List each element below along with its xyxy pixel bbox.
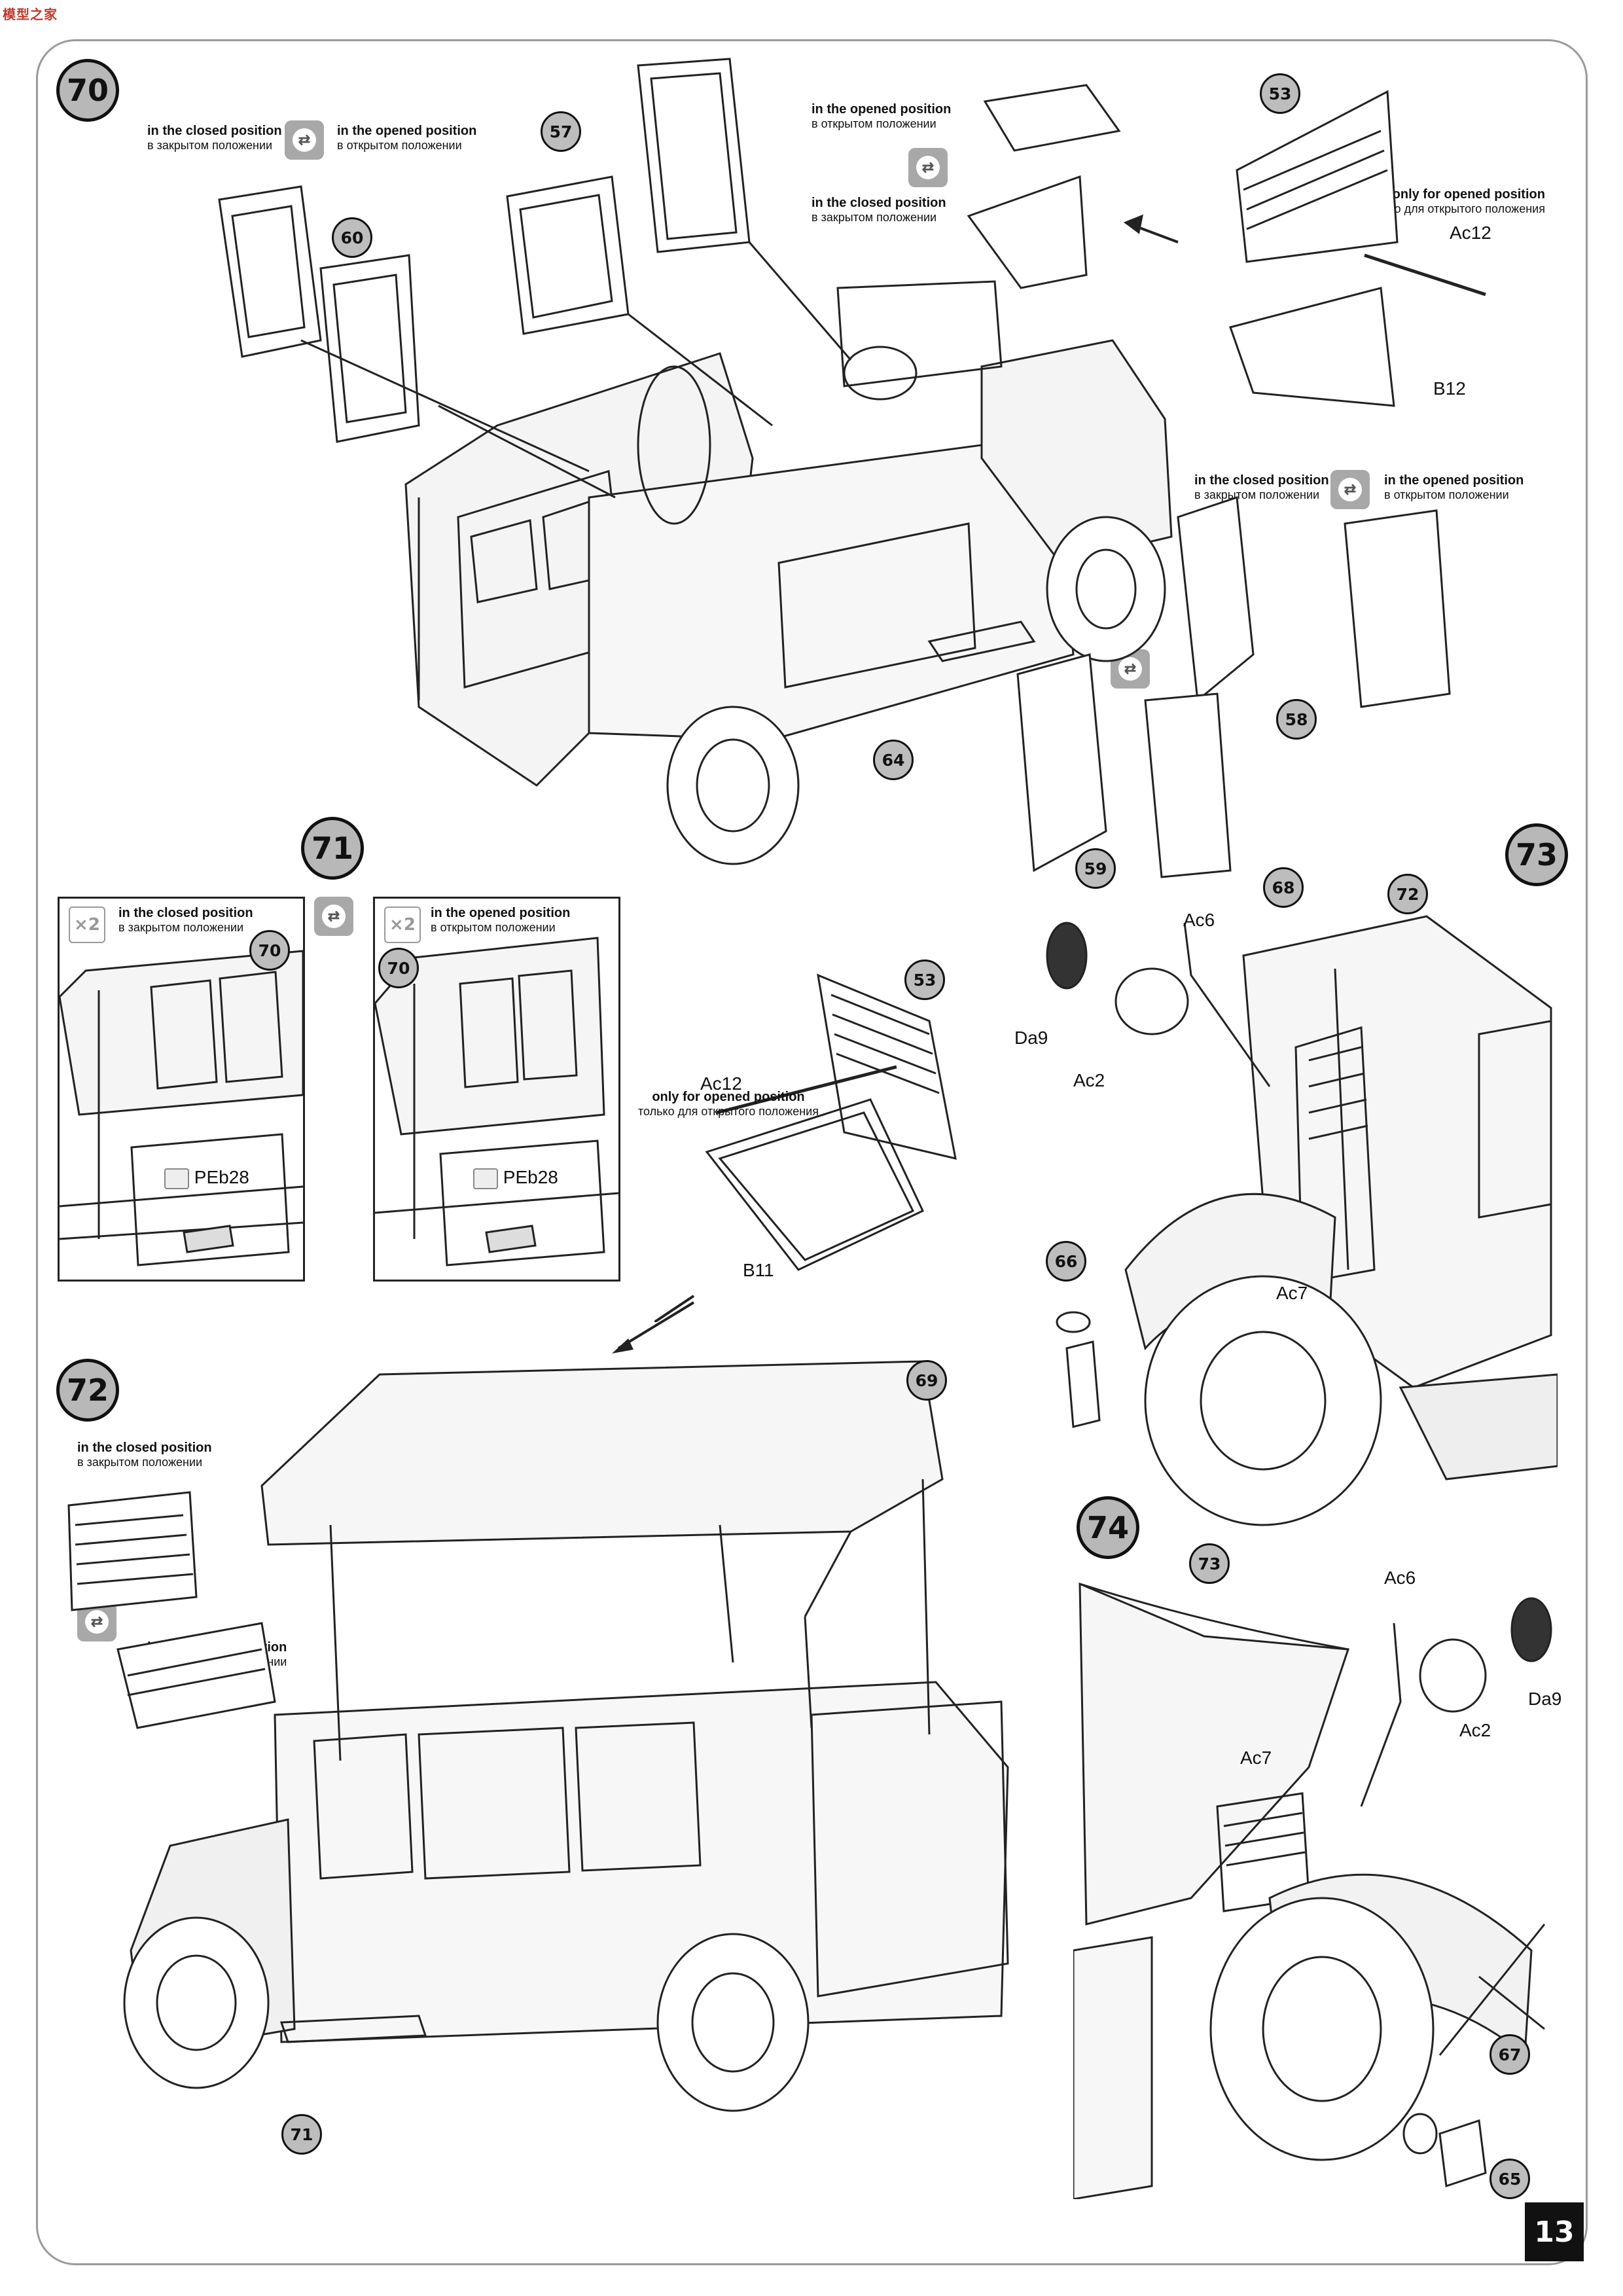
label-ac7: Ac7 — [1240, 1748, 1272, 1768]
note-en: only for opened position — [1392, 187, 1545, 202]
x2-icon: ×2 — [69, 906, 105, 943]
note-ru: в закрытом положении — [77, 1456, 203, 1469]
step-70-badge: 70 — [56, 59, 119, 122]
step-71-grille-drawing — [654, 956, 995, 1322]
panel-note-closed: in the closed position в закрытом положе… — [118, 905, 253, 935]
step-71-opened-drawing — [375, 899, 618, 1280]
note-en: in the closed position — [812, 196, 946, 210]
photo-etch-icon — [164, 1168, 189, 1189]
part-67-callout: 67 — [1489, 2034, 1530, 2075]
step-70-note-opened-3: in the opened position в открытом положе… — [1384, 473, 1524, 503]
part-72-callout: 72 — [1387, 874, 1428, 914]
peb28-text: PEb28 — [194, 1167, 249, 1187]
note-ru: в открытом положении — [431, 921, 556, 934]
label-ac6: Ac6 — [1384, 1568, 1416, 1588]
label-ac12: Ac12 — [1450, 223, 1491, 243]
arrow-icon — [612, 1296, 700, 1354]
panel-note-opened: in the opened position в открытом положе… — [431, 905, 570, 935]
note-en: only for opened position — [652, 1090, 805, 1104]
swap-icon: ⇄ — [314, 897, 353, 936]
label-peb28: PEb28 — [164, 1167, 269, 1189]
step-72-note-closed: in the closed position в закрытом положе… — [77, 1440, 212, 1470]
part-66-callout: 66 — [1046, 1241, 1086, 1282]
part-65-callout: 65 — [1489, 2159, 1530, 2199]
step-70-vehicle-drawing — [0, 0, 1623, 916]
part-60-callout: 60 — [332, 217, 372, 258]
step-70-note-closed-3: in the closed position в закрытом положе… — [1194, 473, 1329, 503]
note-ru: в закрытом положении — [147, 139, 273, 152]
step-74-badge: 74 — [1077, 1496, 1139, 1559]
note-en: in the opened position — [337, 124, 477, 138]
step-73-front-drawing — [1021, 877, 1558, 1545]
step-74-front-drawing — [1073, 1558, 1584, 2199]
part-71-callout: 71 — [281, 2114, 322, 2155]
swap-icon: ⇄ — [1330, 470, 1370, 509]
step-73-badge: 73 — [1505, 823, 1568, 886]
part-59-callout: 59 — [1075, 848, 1116, 889]
label-ac2: Ac2 — [1073, 1070, 1105, 1090]
step-71-badge: 71 — [301, 817, 364, 880]
note-en: in the closed position — [77, 1441, 212, 1455]
note-en: in the opened position — [812, 102, 952, 117]
peb28-text: PEb28 — [503, 1167, 558, 1187]
note-ru: в открытом положении — [1384, 488, 1509, 501]
page-frame — [36, 39, 1588, 2265]
part-68-callout: 68 — [1263, 867, 1304, 908]
step-71-note-only-opened: only for opened position только для откр… — [638, 1089, 819, 1119]
label-b12: B12 — [1433, 378, 1466, 399]
note-ru: в открытом положении — [337, 139, 462, 152]
step-71-panel-closed: ×2 in the closed position в закрытом пол… — [58, 897, 305, 1282]
step-72-badge: 72 — [56, 1359, 119, 1422]
note-en: in the closed position — [147, 124, 282, 138]
part-58-callout: 58 — [1276, 699, 1317, 740]
step-70-note-closed-2: in the closed position в закрытом положе… — [812, 195, 946, 225]
step-70-note-opened-2: in the opened position в открытом положе… — [812, 101, 951, 132]
label-peb28: PEb28 — [473, 1167, 578, 1189]
label-b11: B11 — [743, 1260, 774, 1280]
note-ru: только для открытого положения — [638, 1105, 819, 1118]
label-ac12: Ac12 — [700, 1073, 742, 1094]
part-69-callout: 69 — [906, 1360, 947, 1401]
note-ru: в закрытом положении — [812, 211, 937, 224]
step-71-closed-drawing — [60, 899, 303, 1280]
note-en: in the closed position — [1194, 473, 1329, 488]
part-73-callout: 73 — [1189, 1543, 1230, 1584]
x2-icon: ×2 — [384, 906, 421, 943]
label-ac2: Ac2 — [1459, 1720, 1491, 1740]
step-72-vehicle-drawing — [0, 1309, 1047, 2160]
step-70-note-closed: in the closed position в закрытом положе… — [147, 123, 282, 153]
step-70-note-opened: in the opened position в открытом положе… — [337, 123, 476, 153]
note-ru: только для открытого положения — [1364, 202, 1545, 215]
part-70-callout: 70 — [378, 948, 419, 988]
part-53-callout: 53 — [904, 960, 945, 1000]
note-en: in the closed position — [118, 906, 253, 920]
note-ru: в закрытом положении — [1194, 488, 1320, 501]
note-en: in the opened position — [431, 906, 571, 920]
swap-icon: ⇄ — [285, 120, 324, 160]
step-70-note-only-opened: only for opened position только для откр… — [1364, 187, 1545, 217]
part-64-callout: 64 — [873, 740, 914, 780]
swap-icon: ⇄ — [77, 1602, 116, 1641]
note-ru: в открытом положении — [812, 117, 936, 130]
label-ac7: Ac7 — [1276, 1283, 1308, 1303]
note-ru: в закрытом положении — [118, 921, 244, 934]
part-57-callout: 57 — [541, 111, 581, 152]
label-ac6: Ac6 — [1183, 910, 1215, 930]
label-da9: Da9 — [1528, 1689, 1562, 1709]
note-en: in the opened position — [1384, 473, 1524, 488]
step-71-panel-opened: ×2 in the opened position в открытом пол… — [373, 897, 620, 1282]
page-number: 13 — [1525, 2202, 1584, 2261]
photo-etch-icon — [473, 1168, 498, 1189]
label-da9: Da9 — [1014, 1028, 1048, 1048]
part-53-callout: 53 — [1260, 73, 1300, 114]
part-70-callout: 70 — [249, 930, 290, 971]
swap-icon: ⇄ — [908, 148, 948, 187]
corner-logo: 模型之家 — [3, 7, 58, 22]
